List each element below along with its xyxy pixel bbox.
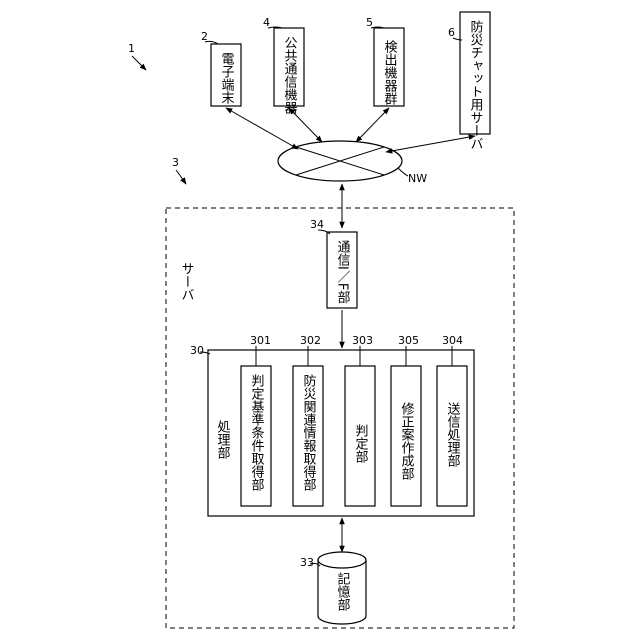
ref-server-group-arrow xyxy=(176,170,186,184)
ref-storage: 33 xyxy=(300,556,314,569)
ref-comm-if: 34 xyxy=(310,218,324,231)
disaster-info-acq-label: 防災関連情報取得部 xyxy=(301,373,317,491)
ref-transmission: 304 xyxy=(442,334,463,347)
ref-public-comm: 4 xyxy=(263,16,270,29)
correction-label: 修正案作成部 xyxy=(399,402,415,480)
storage-cylinder-top xyxy=(318,552,366,568)
detectors-label: 検出機器群 xyxy=(382,40,398,105)
ref-correction: 305 xyxy=(398,334,419,347)
terminal-node: 電子端末 2 xyxy=(201,30,241,106)
ref-criteria-acq: 301 xyxy=(250,334,271,347)
comm-if-node: 通信I／F部 34 xyxy=(310,218,357,308)
comm-if-label: 通信I／F部 xyxy=(335,240,351,304)
ref-network-leader xyxy=(398,168,408,176)
public-comm-label: 公共通信機器 xyxy=(282,36,298,115)
processing-label: 処理部 xyxy=(215,420,231,459)
ref-processing: 30 xyxy=(190,344,204,357)
storage-label: 記憶部 xyxy=(335,571,351,611)
transmission-label: 送信処理部 xyxy=(445,402,461,467)
ref-server-group: 3 xyxy=(172,156,179,169)
detectors-network-arrow xyxy=(356,108,389,142)
public-comm-node: 公共通信機器 4 xyxy=(263,16,304,115)
criteria-acq-label: 判定基準条件取得部 xyxy=(249,374,265,491)
ref-chat-server: 6 xyxy=(448,26,455,39)
processing-node: 処理部 30 xyxy=(190,344,474,516)
ref-detectors: 5 xyxy=(366,16,373,29)
chat-server-network-arrow xyxy=(386,136,475,152)
network-node: NW xyxy=(278,141,427,185)
detectors-node: 検出機器群 5 xyxy=(366,16,404,106)
chat-server-node: 防災チャット用サーバ 6 xyxy=(448,12,490,150)
ref-system-arrow xyxy=(132,56,146,70)
terminal-label: 電子端末 xyxy=(219,52,235,104)
storage-node: 記憶部 33 xyxy=(300,552,366,624)
ref-judgment: 303 xyxy=(352,334,373,347)
terminal-network-arrow xyxy=(226,108,298,149)
chat-server-label: 防災チャット用サーバ xyxy=(468,19,484,150)
ref-system: 1 xyxy=(128,42,135,55)
public-comm-network-arrow xyxy=(289,108,322,142)
ref-disaster-info-acq: 302 xyxy=(300,334,321,347)
judgment-label: 判定部 xyxy=(353,424,369,463)
server-label: サーバ xyxy=(179,262,195,301)
ref-network: NW xyxy=(408,172,427,185)
